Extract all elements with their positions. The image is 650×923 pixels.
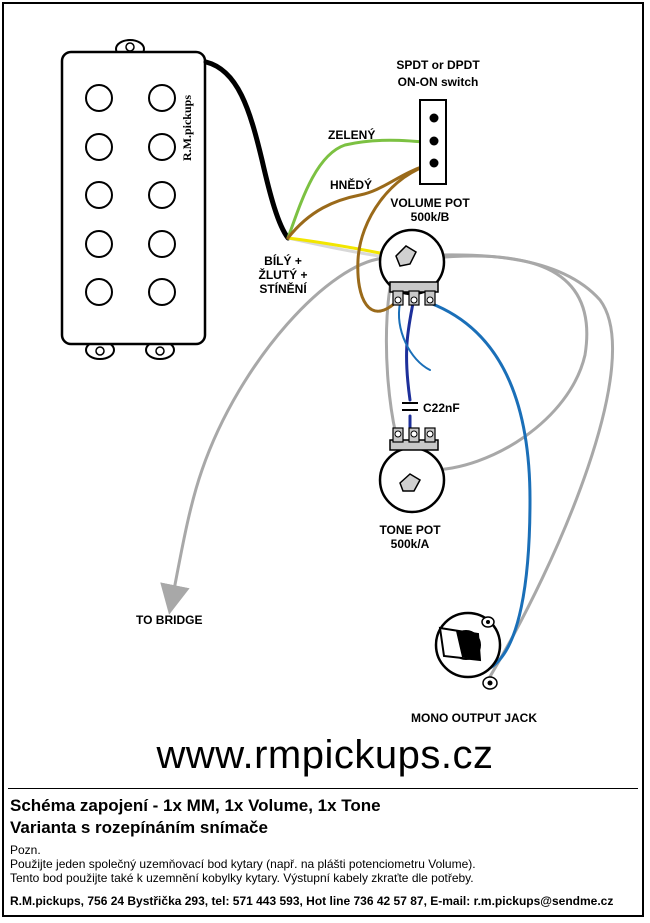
wire-grey-to-bridge	[160, 256, 387, 615]
wire-dark-blue-cap	[405, 301, 415, 402]
toggle-switch	[419, 99, 447, 185]
pickup-brand-logo: R.M.pickups	[180, 95, 194, 161]
tone-pot-line1: TONE POT	[379, 523, 441, 537]
wire-green	[286, 138, 436, 240]
note-heading: Pozn.	[10, 843, 41, 857]
label-bundle-line2: ŽLUTÝ +	[258, 267, 307, 282]
output-jack-label: MONO OUTPUT JACK	[411, 711, 537, 725]
output-jack	[434, 611, 502, 690]
wire-black-pickup-lead	[203, 59, 291, 241]
to-bridge-label: TO BRIDGE	[136, 613, 202, 627]
caption-subtitle: Varianta s rozepínáním snímače	[10, 818, 268, 837]
capacitor	[402, 402, 418, 411]
volume-potentiometer	[378, 228, 446, 306]
wire-blue-jack-tip	[428, 301, 532, 670]
label-bundle-line3: STÍNĚNÍ	[259, 281, 307, 296]
tone-potentiometer	[378, 427, 446, 514]
caption-divider	[8, 788, 638, 789]
switch-title-line1: SPDT or DPDT	[396, 58, 480, 72]
website-url: www.rmpickups.cz	[156, 733, 494, 777]
label-green-wire: ZELENÝ	[328, 127, 375, 142]
label-brown-wire: HNĚDÝ	[330, 177, 372, 192]
switch-title-line2: ON-ON switch	[398, 75, 479, 89]
volume-pot-line1: VOLUME POT	[390, 196, 470, 210]
capacitor-label: C22nF	[423, 401, 460, 415]
wires	[160, 59, 615, 682]
wire-blue-volume-branch	[398, 302, 431, 371]
wire-grey-tone-ground	[428, 254, 589, 472]
humbucker-pickup: R.M.pickups	[60, 39, 207, 360]
wire-yellow	[286, 236, 392, 257]
pole-pieces	[85, 84, 176, 306]
volume-pot-line2: 500k/B	[411, 210, 450, 224]
wire-brown-switch-to-volume	[356, 161, 436, 313]
caption-title: Schéma zapojení - 1x MM, 1x Volume, 1x T…	[10, 796, 381, 815]
page-frame	[2, 2, 644, 917]
tone-pot-line2: 500k/A	[391, 537, 430, 551]
note-line-1: Použijte jeden společný uzemňovací bod k…	[10, 857, 476, 871]
label-bundle-line1: BÍLÝ +	[264, 253, 302, 268]
wire-brown	[286, 161, 436, 240]
footer-contact: R.M.pickups, 756 24 Bystřička 293, tel: …	[10, 894, 614, 908]
note-line-2: Tento bod použijte také k uzemnění kobyl…	[10, 871, 474, 885]
